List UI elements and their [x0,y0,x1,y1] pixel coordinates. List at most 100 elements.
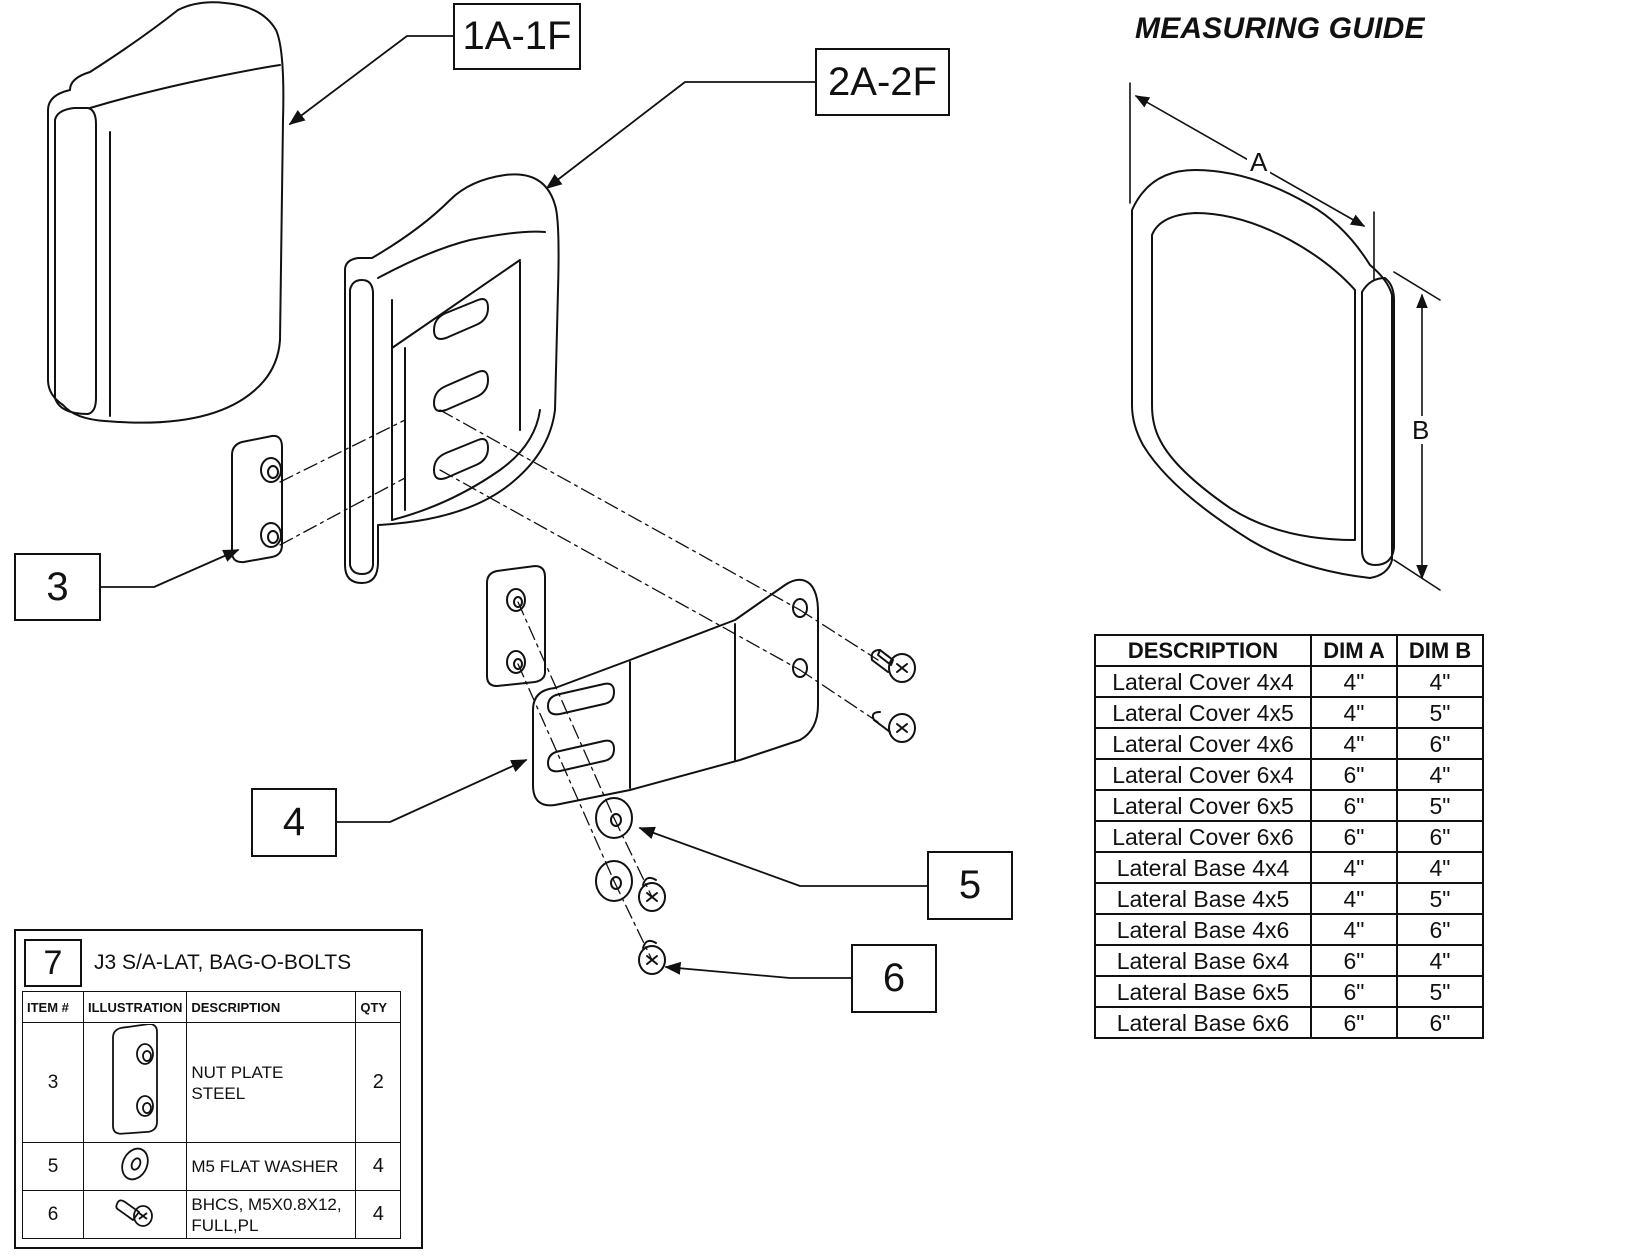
row-dim-a: 4" [1310,882,1398,915]
dimension-table-header: DESCRIPTION DIM A DIM B [1094,634,1484,667]
row-dim-b: 6" [1396,820,1484,853]
row-description: Lateral Cover 6x4 [1094,758,1312,791]
row-dim-b: 4" [1396,758,1484,791]
row-description: Lateral Cover 4x5 [1094,696,1312,729]
header-description: DESCRIPTION [186,991,357,1023]
washer-icon [82,1142,188,1191]
description-line: NUT PLATE [191,1062,284,1082]
table-row: 5 M5 FLAT WASHER 4 [22,1142,402,1191]
row-description: Lateral Cover 4x4 [1094,665,1312,698]
row-dim-a: 6" [1310,758,1398,791]
description-line: FULL,PL [191,1215,259,1235]
row-qty: 4 [355,1190,402,1239]
row-description: Lateral Base 6x6 [1094,1006,1312,1039]
row-description: Lateral Base 6x5 [1094,975,1312,1008]
row-dim-a: 4" [1310,913,1398,946]
callout-part-3: 3 [14,553,101,621]
row-description: M5 FLAT WASHER [186,1142,357,1191]
row-description: Lateral Cover 6x5 [1094,789,1312,822]
row-description: Lateral Cover 4x6 [1094,727,1312,760]
row-dim-a: 4" [1310,851,1398,884]
row-description: NUT PLATE STEEL [186,1022,357,1143]
dim-b-label: B [1409,416,1433,444]
row-item: 3 [22,1022,84,1143]
callout-leaders [99,35,928,979]
row-qty: 2 [355,1022,402,1143]
header-dim-a: DIM A [1310,634,1398,667]
callout-part-6: 6 [851,944,937,1013]
bag-o-bolts-title: J3 S/A-LAT, BAG-O-BOLTS [94,951,352,974]
bag-o-bolts-box: 7 J3 S/A-LAT, BAG-O-BOLTS ITEM # ILLUSTR… [14,929,423,1249]
callout-part-5: 5 [927,851,1013,920]
row-dim-a: 4" [1310,727,1398,760]
bracket [486,565,819,807]
row-item: 6 [22,1190,84,1239]
row-dim-a: 4" [1310,665,1398,698]
description-line: BHCS, M5X0.8X12, [191,1194,342,1214]
bolts-table-header: ITEM # ILLUSTRATION DESCRIPTION QTY [22,991,402,1023]
row-description: Lateral Base 4x5 [1094,882,1312,915]
row-dim-b: 4" [1396,944,1484,977]
row-dim-b: 6" [1396,913,1484,946]
row-dim-a: 4" [1310,696,1398,729]
dimension-table: DESCRIPTION DIM A DIM B Lateral Cover 4x… [1094,634,1484,1039]
callout-part-1: 1A-1F [453,3,581,70]
dim-a-label: A [1247,148,1271,176]
row-dim-a: 6" [1310,944,1398,977]
row-dim-a: 6" [1310,975,1398,1008]
row-dim-a: 6" [1310,1006,1398,1039]
row-dim-b: 6" [1396,1006,1484,1039]
row-dim-b: 4" [1396,851,1484,884]
row-dim-b: 5" [1396,696,1484,729]
table-row: 3 NUT PLATE STEEL 2 [22,1022,402,1143]
bag-o-bolts-table: ITEM # ILLUSTRATION DESCRIPTION QTY 3 NU… [22,991,402,1239]
washers-and-bolts [595,797,666,975]
row-item: 5 [22,1142,84,1191]
row-description: Lateral Base 6x4 [1094,944,1312,977]
lateral-cover-pad [47,1,285,424]
header-qty: QTY [355,991,402,1023]
nut-plate [231,434,283,564]
row-description: BHCS, M5X0.8X12, FULL,PL [186,1190,357,1239]
bag-o-bolts-number: 7 [24,939,82,987]
row-description: Lateral Base 4x6 [1094,913,1312,946]
row-dim-a: 6" [1310,789,1398,822]
row-dim-b: 4" [1396,665,1484,698]
row-description: Lateral Base 4x4 [1094,851,1312,884]
measuring-guide-pad [1131,169,1395,579]
row-dim-b: 5" [1396,975,1484,1008]
callout-part-2: 2A-2F [815,48,950,116]
measuring-guide-title: MEASURING GUIDE [1135,12,1425,45]
row-dim-b: 5" [1396,789,1484,822]
header-item: ITEM # [22,991,84,1023]
bolt-icon [82,1190,188,1239]
table-row: 6 BHCS, M5X0.8X12, FULL,PL 4 [22,1190,402,1239]
header-dim-b: DIM B [1396,634,1484,667]
bracket-bolts [870,649,916,743]
row-dim-b: 6" [1396,727,1484,760]
lateral-base [344,173,560,584]
assembly-axes [279,409,879,961]
header-description: DESCRIPTION [1094,634,1312,667]
description-line: M5 FLAT WASHER [191,1157,339,1176]
row-qty: 4 [355,1142,402,1191]
row-dim-a: 6" [1310,820,1398,853]
row-description: Lateral Cover 6x6 [1094,820,1312,853]
description-line: STEEL [191,1083,246,1103]
header-illustration: ILLUSTRATION [82,991,188,1023]
row-dim-b: 5" [1396,882,1484,915]
nut-plate-icon [82,1022,188,1143]
callout-part-4: 4 [251,788,337,857]
